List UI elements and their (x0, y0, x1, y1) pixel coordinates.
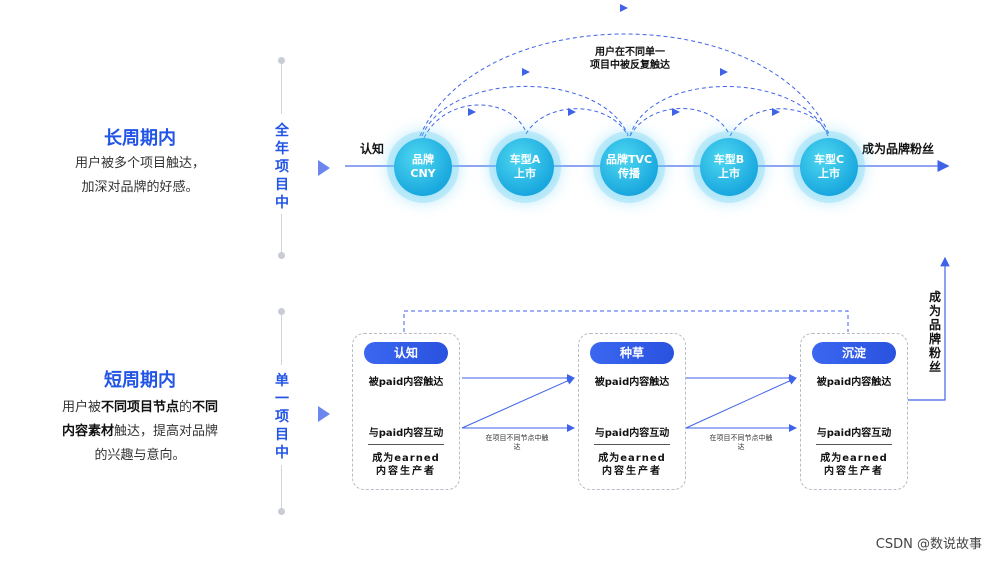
divider-line (281, 315, 282, 365)
arrow-right-icon (318, 160, 330, 176)
stage-step: 与paid内容互动 (368, 428, 444, 439)
stage-title: 沉淀 (812, 342, 896, 364)
repeat-arc-5 (629, 108, 729, 137)
exit-arrow (908, 256, 950, 401)
short-cycle-vertical-label: 单一项目中 (275, 373, 289, 461)
short-cycle-end-label: 成为品牌粉丝 (928, 290, 941, 374)
stage-step: 成为earned (820, 453, 888, 464)
between-note: 在项目不同节点中触达 (709, 434, 773, 451)
stage-box: 沉淀 被paid内容触达 与paid内容互动 成为earned 内容生产者 (800, 333, 908, 490)
stage-step: 内容生产者 (376, 466, 436, 477)
divider-line (281, 214, 282, 254)
stage-step: 内容生产者 (602, 466, 662, 477)
divider-line (281, 465, 282, 510)
repeat-arc-4 (629, 86, 829, 137)
divider-dot (278, 252, 285, 259)
repeat-arc-1 (421, 85, 629, 137)
long-cycle-desc: 用户被多个项目触达， 加深对品牌的好感。 (74, 156, 205, 195)
divider-dot (278, 308, 285, 315)
stage-step: 内容生产者 (824, 466, 884, 477)
stage-separator (368, 444, 444, 445)
repeat-arc-6 (729, 108, 829, 137)
arc-arrowhead (720, 68, 728, 76)
stage-step: 与paid内容互动 (594, 428, 670, 439)
repeat-note: 用户在不同单一 项目中被反复触达 (590, 47, 670, 71)
stage-separator (816, 444, 892, 445)
timeline-end-label: 成为品牌粉丝 (862, 142, 935, 156)
repeat-arc-2 (423, 104, 527, 139)
arc-arrowhead (672, 108, 680, 116)
repeat-arc-large (419, 33, 831, 137)
long-cycle-vertical-label: 全年项目中 (275, 123, 289, 211)
divider-line (281, 64, 282, 114)
stage-step: 成为earned (598, 453, 666, 464)
arc-arrowhead (522, 68, 530, 76)
arc-arrowhead (620, 4, 628, 12)
stage-title: 认知 (364, 342, 448, 364)
stage-step: 被paid内容触达 (816, 377, 892, 388)
timeline-start-label: 认知 (360, 142, 385, 156)
short-cycle-title: 短周期内 (104, 370, 176, 391)
arc-arrowhead (772, 108, 780, 116)
long-cycle-title: 长周期内 (104, 128, 176, 149)
arc-arrowhead (468, 108, 476, 116)
repeat-arc-3 (525, 108, 629, 137)
watermark: CSDN @数说故事 (875, 537, 982, 552)
stage-step: 被paid内容触达 (594, 377, 670, 388)
stage-loop-dashed (403, 310, 849, 332)
stage-step: 成为earned (372, 453, 440, 464)
divider-dot (278, 508, 285, 515)
stage-step: 与paid内容互动 (816, 428, 892, 439)
short-cycle-desc: 用户被不同项目节点的不同 内容素材触达，提高对品牌 的兴趣与意向。 (61, 400, 219, 463)
stage-link (461, 377, 575, 429)
stage-separator (594, 444, 670, 445)
divider-dot (278, 57, 285, 64)
stage-box: 认知 被paid内容触达 与paid内容互动 成为earned 内容生产者 (352, 333, 460, 490)
arc-arrowhead (568, 108, 576, 116)
stage-title: 种草 (590, 342, 674, 364)
between-note: 在项目不同节点中触达 (485, 434, 549, 451)
arrow-right-icon (318, 406, 330, 422)
stage-link (685, 377, 797, 429)
stage-box: 种草 被paid内容触达 与paid内容互动 成为earned 内容生产者 (578, 333, 686, 490)
stage-step: 被paid内容触达 (368, 377, 444, 388)
